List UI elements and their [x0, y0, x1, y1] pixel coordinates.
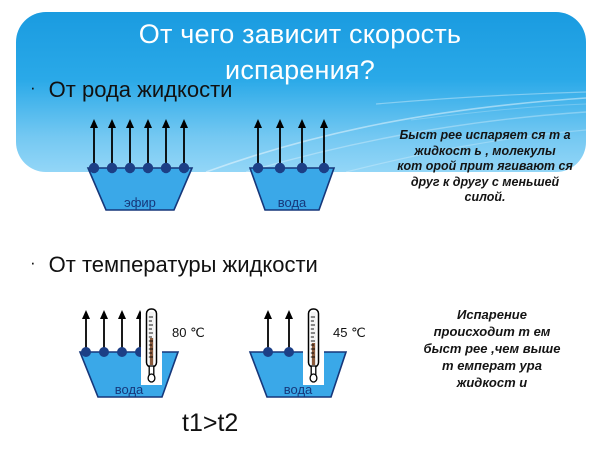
bullet-marker-icon: ·: [30, 253, 36, 272]
note-liquid-type: Быст рее испаряет ся т а жидкост ь , мол…: [397, 128, 573, 204]
vessel-water-1: вода: [247, 112, 337, 217]
thermometer-hot-graphic: [141, 305, 162, 385]
vessel-water-1-graphic: [248, 119, 336, 211]
bullet-item-liquid-type: · От рода жидкости: [30, 78, 232, 102]
vessel-water-1-label: вода: [277, 195, 307, 210]
bullet-label: От рода жидкости: [48, 77, 233, 102]
bullet-label: От температуры жидкости: [48, 252, 318, 277]
page-title: От чего зависит скорость испарения?: [138, 19, 462, 85]
vessel-water-hot: вода: [78, 305, 188, 410]
vessel-water-warm-label: вода: [283, 382, 313, 397]
thermometer-icon-hot: [141, 305, 162, 385]
vessel-ether-graphic: [86, 119, 194, 211]
note-temperature: Испарение происходит т ем быст рее ,чем …: [423, 307, 561, 390]
vessel-ether-label: эфир: [124, 195, 156, 210]
bullet-marker-icon: ·: [30, 78, 36, 97]
vessel-ether: эфир: [86, 112, 194, 217]
temperature-label-warm: 45 ℃: [333, 325, 366, 340]
vessel-water-hot-label: вода: [114, 382, 144, 397]
thermometer-icon-warm: [303, 305, 324, 385]
bullet-item-temperature: · От температуры жидкости: [30, 253, 318, 277]
temperature-comparison: t1>t2: [182, 409, 239, 437]
thermometer-warm-graphic: [303, 305, 324, 385]
temperature-label-hot: 80 ℃: [172, 325, 205, 340]
vessel-water-warm: вода: [248, 305, 353, 410]
